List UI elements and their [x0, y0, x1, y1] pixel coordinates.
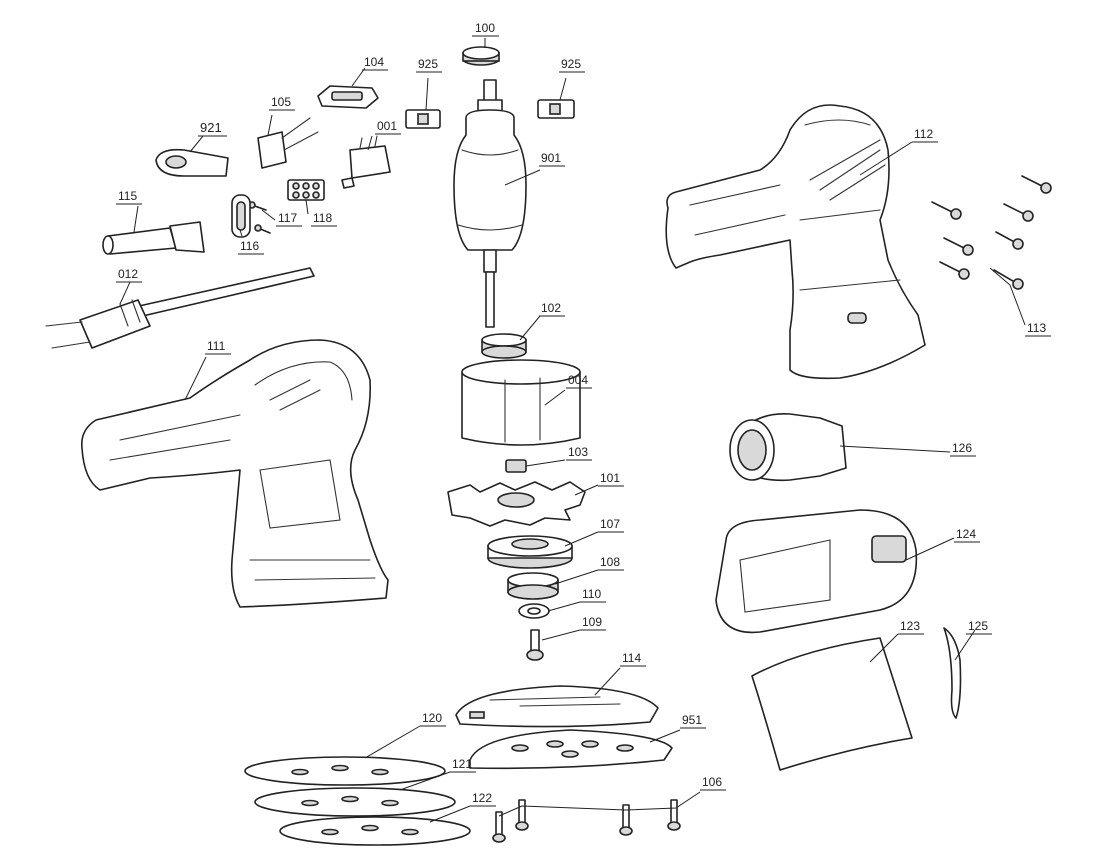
part-925-brush-left	[405, 109, 441, 129]
part-106-screws	[492, 799, 681, 843]
part-100-bearing	[462, 46, 500, 66]
label-118: 118	[313, 211, 332, 225]
part-labels: 100 104 925 925 105 921 001 901 115 117 …	[116, 21, 1051, 807]
part-108-bearing	[507, 572, 559, 600]
part-104-switch-cover	[317, 85, 379, 109]
label-107: 107	[600, 517, 620, 531]
label-114: 114	[622, 651, 641, 665]
leader-lines	[119, 38, 1026, 823]
part-001-switch	[341, 135, 391, 189]
part-101-fan	[447, 481, 586, 527]
part-117-screws	[248, 201, 271, 234]
part-921-cable-clamp	[155, 148, 229, 177]
part-112-right-housing	[665, 104, 926, 380]
label-004: 004	[568, 373, 588, 387]
part-124-dust-container	[715, 509, 918, 634]
label-115: 115	[118, 189, 137, 203]
label-124: 124	[956, 527, 976, 541]
label-102: 102	[541, 301, 561, 315]
part-118-terminal-block	[287, 179, 325, 201]
part-107-counterweight	[487, 535, 573, 569]
label-108: 108	[600, 555, 620, 569]
label-100: 100	[475, 21, 495, 35]
part-105-capacitor	[257, 117, 319, 169]
part-103-bushing	[505, 459, 527, 473]
part-951-sanding-pad	[469, 729, 673, 770]
label-921: 921	[200, 120, 222, 135]
label-103: 103	[568, 445, 588, 459]
part-110-washer	[518, 603, 550, 619]
label-901: 901	[541, 151, 561, 165]
label-106: 106	[702, 775, 722, 789]
part-113-screws	[931, 175, 1052, 290]
label-951: 951	[682, 713, 702, 727]
label-120: 120	[422, 711, 442, 725]
part-901-armature	[453, 79, 527, 328]
label-126: 126	[952, 441, 972, 455]
part-121-disc	[254, 787, 456, 817]
label-125: 125	[968, 619, 988, 633]
label-111: 111	[207, 339, 226, 353]
label-001: 001	[377, 119, 397, 133]
label-925a: 925	[418, 57, 438, 71]
label-925b: 925	[561, 57, 581, 71]
part-115-cable-sleeve	[102, 221, 205, 255]
part-109-screw	[526, 629, 544, 661]
label-104: 104	[364, 55, 384, 69]
label-122: 122	[472, 791, 492, 805]
label-117: 117	[278, 211, 297, 225]
label-101: 101	[600, 471, 620, 485]
label-112: 112	[914, 127, 933, 141]
part-102-bearing	[481, 333, 527, 359]
part-123-filter-paper	[751, 637, 913, 771]
label-113: 113	[1027, 321, 1046, 335]
part-126-dust-adapter	[729, 413, 847, 482]
part-125-clip	[943, 627, 962, 719]
part-114-pad-support	[455, 685, 659, 728]
label-123: 123	[900, 619, 920, 633]
label-116: 116	[240, 239, 259, 253]
label-110: 110	[582, 587, 601, 601]
label-109: 109	[582, 615, 602, 629]
part-012-power-cord	[45, 267, 315, 349]
part-111-left-housing	[80, 339, 389, 608]
part-925-brush-right	[537, 99, 575, 119]
label-012: 012	[118, 267, 138, 281]
label-121: 121	[452, 757, 472, 771]
part-116-cable-bushing	[231, 194, 251, 238]
part-004-fan-housing	[461, 359, 581, 446]
part-122-disc	[279, 816, 471, 846]
part-120-disc	[244, 756, 446, 786]
label-105: 105	[271, 95, 291, 109]
